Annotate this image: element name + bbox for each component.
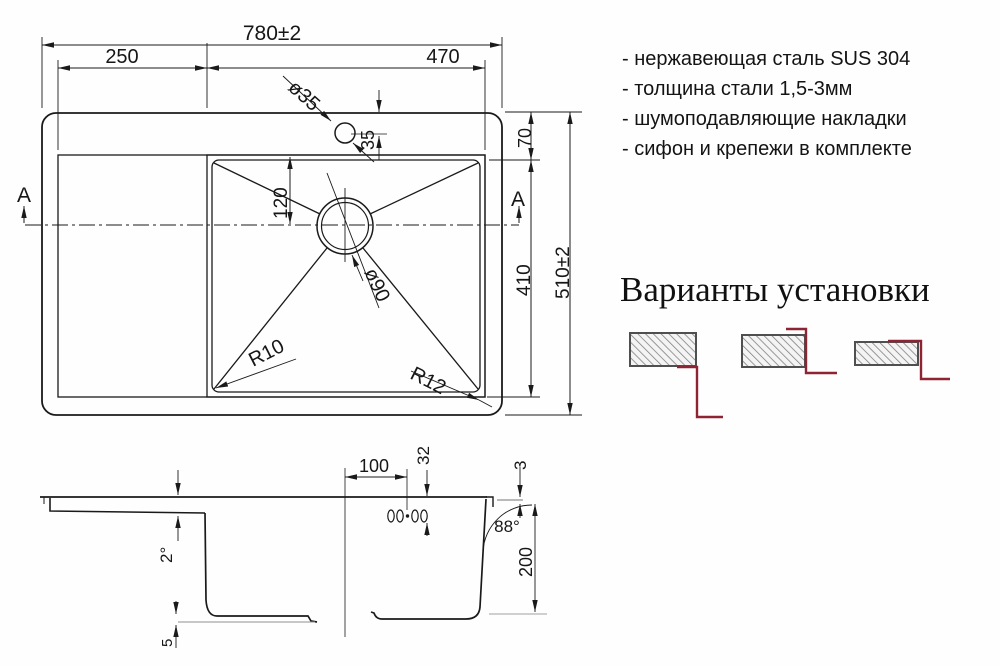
dim-wall-angle: 88° bbox=[494, 517, 520, 536]
dim-drain-offset: 120 bbox=[271, 187, 292, 219]
top-view: 780±2 250 470 ø35 35 120 ø90 R10 R12 70 … bbox=[17, 22, 582, 416]
dim-bowl-width: 470 bbox=[426, 46, 459, 68]
feature-item: - толщина стали 1,5-3мм bbox=[622, 78, 853, 100]
bowl-inner-edge bbox=[211, 159, 481, 393]
bowl-diagonal bbox=[213, 162, 321, 215]
dim-rim-height: 3 bbox=[511, 461, 530, 470]
dim-overall-depth: 510±2 bbox=[553, 246, 574, 299]
section-view: 100 32 3 200 88° 2° 5 bbox=[40, 446, 547, 648]
bowl-right-wall bbox=[370, 498, 487, 620]
dim-channel-depth: 5 bbox=[159, 639, 176, 647]
sink-rim-profile bbox=[888, 339, 950, 381]
bowl-outer-edge bbox=[206, 154, 486, 398]
install-options-heading: Варианты установки bbox=[620, 270, 930, 309]
dim-rim-to-bowl: 70 bbox=[515, 128, 535, 148]
sink-rim-profile bbox=[786, 327, 837, 375]
overmount-diagram bbox=[741, 327, 837, 375]
dim-faucet-hole-offset: 35 bbox=[358, 130, 378, 150]
bowl-diagonal bbox=[362, 247, 479, 390]
feature-list: - нержавеющая сталь SUS 304 - толщина ст… bbox=[622, 44, 912, 164]
feature-item: - нержавеющая сталь SUS 304 bbox=[622, 48, 911, 70]
wall-angle-arc bbox=[482, 504, 533, 552]
bowl-diagonal bbox=[369, 162, 479, 215]
feature-item: - шумоподавляющие накладки bbox=[622, 108, 907, 130]
feature-item: - сифон и крепежи в комплекте bbox=[622, 138, 912, 160]
faucet-hole bbox=[334, 122, 356, 144]
countertop-hatch bbox=[741, 334, 806, 368]
sink-rim-profile bbox=[677, 365, 723, 419]
dim-wing-width: 250 bbox=[105, 46, 138, 68]
dim-drain-diameter: ø90 bbox=[359, 265, 394, 306]
countertop-hatch bbox=[629, 332, 697, 367]
dim-bowl-depth: 200 bbox=[516, 547, 536, 577]
dim-drain-to-faucet: 100 bbox=[359, 456, 389, 476]
bowl-diagonal bbox=[213, 247, 328, 390]
section-label-left: A bbox=[17, 184, 31, 207]
section-label-right: A bbox=[511, 188, 525, 211]
dim-faucet-step-depth: 32 bbox=[414, 446, 433, 465]
left-rim-profile bbox=[49, 498, 206, 514]
dim-bowl-length: 410 bbox=[514, 264, 535, 296]
faucet-hole-section bbox=[387, 509, 428, 523]
sink-outline bbox=[41, 112, 503, 416]
dim-drainboard-slope: 2° bbox=[157, 547, 176, 563]
countertop-hatch bbox=[854, 341, 919, 366]
dim-overall-width: 780±2 bbox=[243, 22, 301, 45]
flushmount-diagram bbox=[854, 339, 950, 381]
bowl-left-wall bbox=[204, 512, 318, 623]
dim-inner-corner-radius: R10 bbox=[245, 335, 288, 371]
right-rim-lip bbox=[486, 496, 494, 507]
dim-outer-corner-radius: R12 bbox=[407, 363, 450, 399]
install-diagrams bbox=[629, 327, 950, 419]
undermount-diagram bbox=[629, 332, 723, 419]
